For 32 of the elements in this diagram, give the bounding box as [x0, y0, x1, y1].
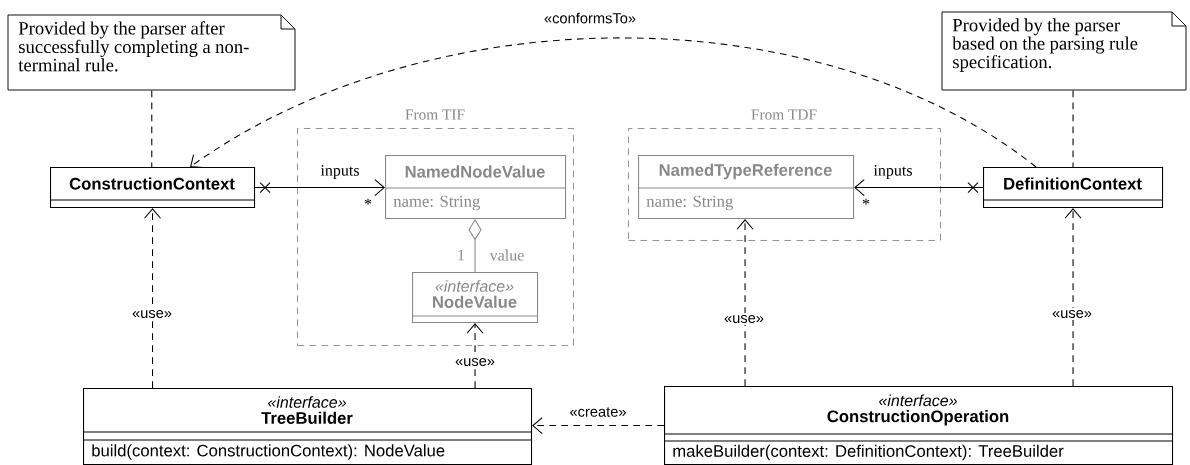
edge-label: «use»: [453, 356, 497, 368]
association-arrow: [254, 179, 385, 197]
edge-label: «use»: [722, 313, 766, 325]
edge-label: inputs: [320, 165, 359, 179]
association-arrow: [854, 179, 984, 197]
class-box: «interface» NodeValue: [411, 272, 539, 324]
class-box: «interface» ConstructionOperation makeBuilder(context: DefinitionContext): TreeBuilder: [663, 386, 1174, 465]
class-box: ConstructionContext: [49, 167, 256, 209]
edge-label: «use»: [130, 308, 174, 320]
class-box: «interface» TreeBuilder build(context: ConstructionContext): NodeValue: [82, 388, 533, 465]
edge-label: inputs: [873, 165, 912, 179]
note-box: Provided by the parser after successfully completing a non-terminal rule.: [7, 14, 296, 91]
dependency-arrow: [144, 208, 162, 389]
node-label: From TIF: [405, 109, 465, 120]
dependency-arrow: [532, 417, 665, 435]
dependency-arrow: [466, 323, 484, 389]
class-box: DefinitionContext: [982, 167, 1164, 209]
multiplicity-label: *: [364, 198, 372, 205]
dependency-arrow: [1064, 208, 1082, 387]
edge-label: «use»: [1050, 308, 1094, 320]
edge-label: value: [489, 249, 524, 261]
aggregation-line: [468, 219, 482, 273]
multiplicity-label: 1: [458, 249, 465, 261]
dependency-arrow: [736, 219, 754, 387]
node-label: From TDF: [751, 109, 817, 120]
class-box: NamedNodeValue name: String: [384, 155, 567, 220]
edge-label: «conformsTo»: [541, 10, 639, 26]
note-box: Provided by the parser based on the parsing rule specification.: [941, 11, 1187, 91]
dependency-arrow: [190, 37, 1037, 169]
class-box: NamedTypeReference name: String: [637, 155, 855, 220]
multiplicity-label: *: [862, 198, 870, 205]
edge-label: «create»: [567, 405, 629, 419]
